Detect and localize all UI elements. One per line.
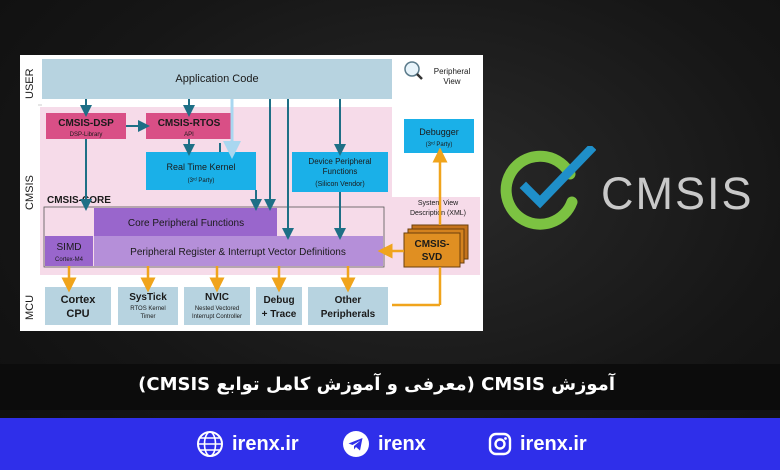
footer-item-website[interactable]: irenx.ir xyxy=(196,430,299,458)
debug-trace-block xyxy=(256,287,302,325)
cortex-cpu-label-1: Cortex xyxy=(61,294,97,306)
debug-trace-label-2: + Trace xyxy=(262,309,297,320)
debugger-block xyxy=(404,119,474,153)
simd-label: SIMD xyxy=(57,242,82,253)
system-view-label-1: System View xyxy=(418,200,459,207)
other-peripherals-label-1: Other xyxy=(335,295,362,306)
real-time-kernel-label: Real Time Kernel xyxy=(166,162,235,172)
instagram-icon xyxy=(488,432,512,456)
layer-mcu-label: MCU xyxy=(24,295,36,320)
cmsis-svd-label-2: SVD xyxy=(422,252,443,263)
nvic-sub-label-1: Nested Vectored xyxy=(195,306,239,312)
device-peripheral-functions-sub-label: (Silicon Vendor) xyxy=(315,181,364,188)
dsp-library-label: DSP-Library xyxy=(70,132,103,138)
cmsis-rtos-block xyxy=(146,113,232,139)
footer-label-telegram: irenx xyxy=(378,432,426,455)
cmsis-logo xyxy=(500,143,597,237)
core-peripheral-functions-label: Core Peripheral Functions xyxy=(128,218,244,229)
logo-text: CMSIS xyxy=(601,168,754,219)
layer-labels: USER CMSIS MCU xyxy=(24,68,42,320)
debugger-sub-label: (3ʳᵈ Party) xyxy=(426,141,453,148)
application-code-label: Application Code xyxy=(175,73,258,85)
peripheral-view-label-1: Peripheral xyxy=(434,67,471,76)
magnifier-icon xyxy=(404,61,423,80)
device-peripheral-functions-label-2: Functions xyxy=(323,167,358,176)
debug-trace-label-1: Debug xyxy=(263,295,294,306)
simd-sub-label: Cortex-M4 xyxy=(55,257,84,263)
cmsis-dsp-label: CMSIS-DSP xyxy=(58,118,114,129)
systick-sub-label-1: RTOS Kernel xyxy=(130,306,165,312)
teal-arrows xyxy=(80,99,346,240)
system-view-label-2: Description (XML) xyxy=(410,210,466,217)
footer-item-instagram[interactable]: irenx.ir xyxy=(488,430,587,458)
cmsis-core-frame xyxy=(43,206,385,268)
peripheral-register-block xyxy=(94,236,383,266)
footer-label-website: irenx.ir xyxy=(232,432,299,455)
device-peripheral-functions-label-1: Device Peripheral xyxy=(308,157,371,166)
systick-label: SysTick xyxy=(129,292,167,303)
orange-arrows xyxy=(61,147,448,307)
layer-cmsis-label: CMSIS xyxy=(24,175,36,210)
nvic-block xyxy=(184,287,250,325)
device-peripheral-functions-block xyxy=(292,152,388,192)
cmsis-svd-block xyxy=(403,224,469,268)
application-code-block xyxy=(42,59,392,99)
other-peripherals-label-2: Peripherals xyxy=(321,309,376,320)
real-time-kernel-sub-label: (3ʳᵈ Party) xyxy=(188,177,215,184)
other-peripherals-block xyxy=(308,287,388,325)
cortex-cpu-label-2: CPU xyxy=(66,308,89,320)
globe-icon xyxy=(197,431,223,457)
cmsis-svd-label-1: CMSIS- xyxy=(415,239,450,250)
footer-label-instagram: irenx.ir xyxy=(520,432,587,455)
core-peripheral-functions-block xyxy=(94,208,277,236)
layer-user-label: USER xyxy=(24,68,36,99)
caption-text: آموزش CMSIS (معرفی و آموزش کامل توابع CM… xyxy=(138,374,615,395)
cmsis-rtos-label: CMSIS-RTOS xyxy=(158,118,221,129)
nvic-sub-label-2: Interrupt Controller xyxy=(192,314,242,320)
peripheral-view-label-2: View xyxy=(443,77,460,86)
cmsis-dsp-block xyxy=(46,113,126,139)
footer-item-telegram[interactable]: irenx xyxy=(342,430,426,458)
peripheral-register-label: Peripheral Register & Interrupt Vector D… xyxy=(130,247,346,258)
systick-block xyxy=(118,287,178,325)
nvic-label: NVIC xyxy=(205,292,229,303)
systick-sub-label-2: Timer xyxy=(140,314,155,320)
debugger-label: Debugger xyxy=(419,127,459,137)
footer-bar: irenx.ir irenx irenx.ir xyxy=(0,418,780,470)
cortex-cpu-block xyxy=(45,287,111,325)
caption-bar: آموزش CMSIS (معرفی و آموزش کامل توابع CM… xyxy=(0,364,780,410)
cmsis-core-label: CMSIS-CORE xyxy=(47,195,111,206)
cmsis-architecture-diagram: USER CMSIS MCU Application Code Peripher… xyxy=(20,55,483,331)
simd-block xyxy=(45,236,93,266)
telegram-icon xyxy=(343,431,369,457)
rtos-api-label: API xyxy=(184,132,194,138)
